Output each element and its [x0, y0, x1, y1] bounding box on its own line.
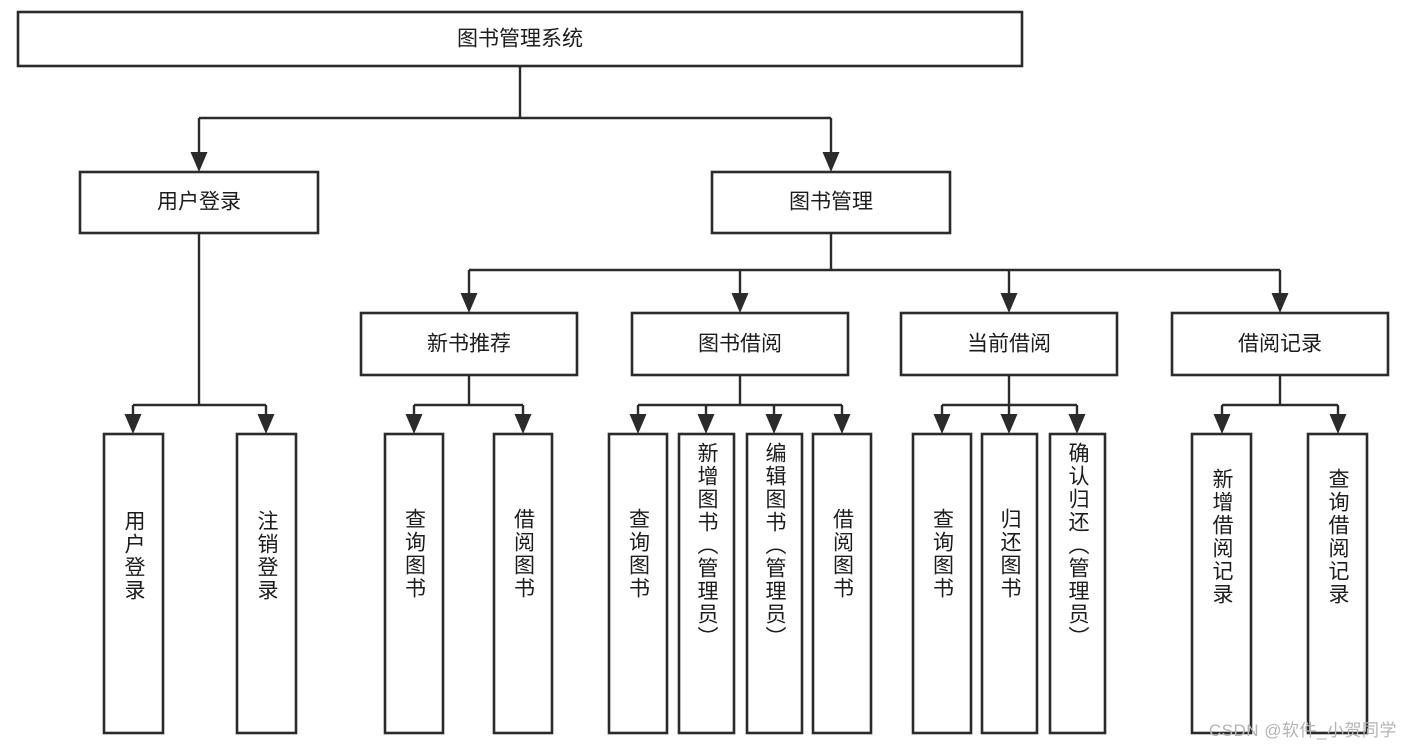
node-leaf-query-book-1-box[interactable] — [383, 432, 445, 735]
arrow-to-leaf-borrow-book-2 — [833, 414, 851, 434]
arrow-root-to-user-login — [190, 152, 208, 172]
arrow-to-leaf-query-book-1 — [405, 414, 423, 434]
arrow-to-leaf-query-book-2 — [629, 414, 647, 434]
node-book-borrow-box[interactable] — [630, 311, 850, 377]
arrow-to-current-borrow — [1000, 293, 1018, 313]
node-book-management[interactable]: 图书管理 — [710, 170, 952, 235]
node-book-borrow-label: 图书借阅 — [698, 333, 782, 356]
arrow-to-leaf-edit-book — [765, 414, 783, 434]
node-leaf-edit-book-box[interactable] — [745, 432, 804, 735]
node-leaf-logout-login-box[interactable] — [235, 432, 298, 735]
node-root[interactable]: 图书管理系统 — [16, 10, 1024, 68]
node-borrow-record-box[interactable] — [1170, 311, 1390, 377]
connector-group-root — [190, 66, 840, 172]
connector-group-user-login — [124, 233, 275, 434]
node-leaf-query-book-3-box[interactable] — [911, 432, 973, 735]
node-user-login-box[interactable] — [78, 170, 320, 235]
node-leaf-add-record-box[interactable] — [1190, 432, 1253, 735]
node-borrow-record-label: 借阅记录 — [1238, 333, 1322, 356]
arrow-root-to-book-management — [822, 152, 840, 172]
node-root-box[interactable] — [16, 10, 1024, 68]
node-new-book-recommend-label: 新书推荐 — [427, 333, 511, 356]
arrow-to-leaf-confirm-return — [1068, 414, 1086, 434]
arrow-to-leaf-logout-login — [257, 414, 275, 434]
node-book-borrow[interactable]: 图书借阅 — [630, 311, 850, 377]
arrow-to-new-book-recommend — [460, 293, 478, 313]
node-leaf-borrow-book-2-box[interactable] — [811, 432, 873, 735]
connector-group-current-borrow — [933, 375, 1086, 434]
connector-group-new-book-recommend — [405, 375, 532, 434]
arrow-to-leaf-user-login — [124, 414, 142, 434]
watermark-text: CSDN @软件_小贺同学 — [1208, 721, 1397, 740]
arrow-to-leaf-add-record — [1213, 414, 1231, 434]
arrow-to-leaf-return-book — [1000, 414, 1018, 434]
arrow-to-leaf-query-book-3 — [933, 414, 951, 434]
node-root-label: 图书管理系统 — [457, 28, 583, 51]
node-leaf-confirm-return-box[interactable] — [1048, 432, 1107, 735]
node-new-book-recommend-box[interactable] — [359, 311, 579, 377]
arrow-to-leaf-add-book — [697, 414, 715, 434]
node-leaf-return-book-box[interactable] — [980, 432, 1039, 735]
arrow-to-book-borrow — [731, 293, 749, 313]
node-current-borrow-box[interactable] — [899, 311, 1119, 377]
arrow-to-borrow-record — [1271, 293, 1289, 313]
node-leaf-add-book-box[interactable] — [677, 432, 736, 735]
node-book-management-box[interactable] — [710, 170, 952, 235]
node-current-borrow[interactable]: 当前借阅 — [899, 311, 1119, 377]
arrow-to-leaf-query-record — [1329, 414, 1347, 434]
connector-group-book-borrow — [629, 375, 851, 434]
node-book-management-label: 图书管理 — [789, 191, 873, 214]
arrow-to-leaf-borrow-book-1 — [514, 414, 532, 434]
node-user-login[interactable]: 用户登录 — [78, 170, 320, 235]
node-leaf-query-book-2-box[interactable] — [607, 432, 669, 735]
node-leaf-query-record-box[interactable] — [1306, 432, 1369, 735]
node-current-borrow-label: 当前借阅 — [967, 333, 1051, 356]
node-leaf-borrow-book-1-box[interactable] — [492, 432, 554, 735]
connector-group-book-management — [460, 233, 1289, 313]
connector-group-borrow-record — [1213, 375, 1347, 434]
node-borrow-record[interactable]: 借阅记录 — [1170, 311, 1390, 377]
node-user-login-label: 用户登录 — [157, 191, 241, 214]
node-leaf-user-login-box[interactable] — [102, 432, 165, 735]
node-new-book-recommend[interactable]: 新书推荐 — [359, 311, 579, 377]
